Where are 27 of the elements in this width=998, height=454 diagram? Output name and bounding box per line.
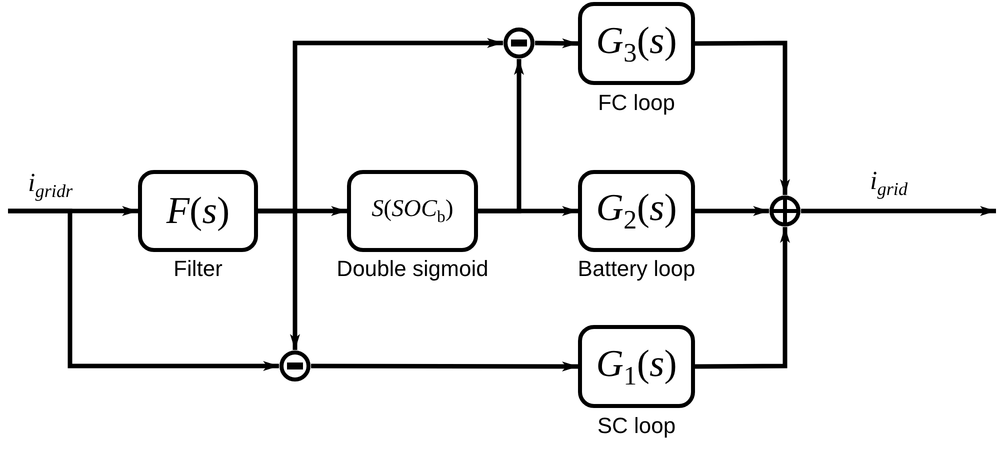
transfer-function: G$_{2}$(s) — [596, 186, 677, 236]
block-box — [578, 325, 695, 408]
arrow — [694, 40, 790, 195]
subtraction-junction — [279, 350, 311, 382]
block-box — [138, 170, 258, 252]
block-caption: SC loop — [597, 413, 676, 439]
arrow — [695, 206, 769, 216]
arrow — [311, 361, 578, 372]
block-caption: FC loop — [598, 90, 676, 116]
transfer-function: S(SOC$_{b}$) — [372, 196, 454, 226]
block-box — [578, 170, 695, 252]
summing-junction — [769, 195, 801, 227]
arrow — [694, 227, 790, 369]
transfer-function: G$_{1}$(s) — [596, 342, 677, 392]
block-caption: Filter — [174, 256, 222, 282]
transfer-function: F(s) — [166, 189, 230, 233]
arrow — [534, 38, 578, 48]
transfer-function: G$_{3}$(s) — [596, 18, 677, 68]
block-box — [578, 2, 695, 85]
arrow — [258, 208, 300, 350]
arrow — [8, 208, 279, 371]
block-caption: Battery loop — [578, 256, 696, 282]
block-caption: Double sigmoid — [336, 256, 488, 282]
subtraction-junction — [503, 27, 535, 59]
arrow — [478, 59, 524, 214]
block-box — [347, 170, 478, 252]
arrow — [801, 206, 996, 216]
